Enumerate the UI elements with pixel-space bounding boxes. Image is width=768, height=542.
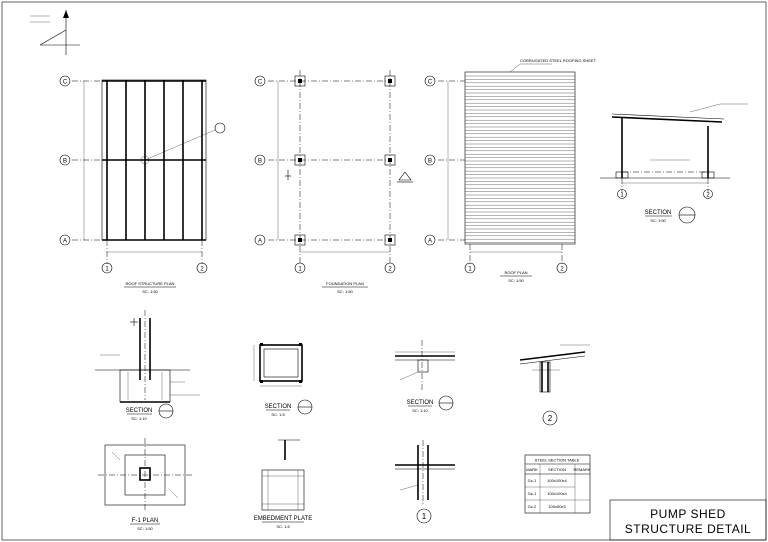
grid-label: A bbox=[63, 239, 67, 245]
roof-structure-plan bbox=[72, 79, 226, 264]
view-title: ROOF PLAN bbox=[504, 270, 527, 275]
purlin-section bbox=[395, 340, 455, 390]
footing-plan bbox=[98, 438, 192, 512]
section-marker-icon bbox=[678, 206, 696, 224]
section-schedule-table bbox=[524, 454, 591, 514]
section-marker-icon bbox=[158, 403, 174, 419]
grid-label: C bbox=[428, 80, 433, 86]
grid-label: B bbox=[63, 159, 67, 165]
grid-bubble-1-2: 1 bbox=[294, 262, 306, 274]
detail-2 bbox=[519, 344, 590, 393]
grid-label: 1 bbox=[105, 267, 109, 273]
title-line-1: PUMP SHED bbox=[650, 507, 726, 521]
column-base-section bbox=[95, 310, 200, 403]
schedule-header: SECTION bbox=[548, 467, 566, 472]
section-marker-icon bbox=[297, 399, 313, 415]
detail-label: 2 bbox=[548, 414, 553, 423]
grid-bubble-a-2: A bbox=[254, 234, 266, 246]
view-title: SECTION bbox=[265, 404, 292, 410]
frame-section bbox=[600, 103, 748, 192]
grid-label: 2 bbox=[200, 267, 204, 273]
grid-label: C bbox=[258, 80, 263, 86]
grid-bubble-c-3: C bbox=[424, 75, 436, 87]
view-title: SECTION bbox=[645, 210, 672, 216]
view-scale: SC: 1:5 bbox=[271, 412, 285, 417]
grid-bubble-2-1: 2 bbox=[196, 262, 208, 274]
grid-bubble-c-2: C bbox=[254, 75, 266, 87]
grid-bubble-a-1: A bbox=[59, 234, 71, 246]
foundation-plan bbox=[268, 70, 413, 264]
view-title: SECTION bbox=[126, 408, 153, 414]
embedment-plate bbox=[261, 439, 305, 511]
view-scale: SC: 1:50 bbox=[337, 289, 353, 294]
detail-marker-icon bbox=[214, 122, 226, 134]
schedule-cell: Gz-2 bbox=[528, 504, 537, 509]
view-title: ROOF STRUCTURE PLAN bbox=[126, 281, 175, 286]
schedule-cell: Gz-1 bbox=[528, 491, 537, 496]
title-block: PUMP SHED STRUCTURE DETAIL bbox=[609, 499, 767, 541]
schedule-cell: 100x100x4 bbox=[547, 491, 567, 496]
view-scale: SC: 1:5 bbox=[276, 524, 290, 529]
grid-label: A bbox=[428, 239, 432, 245]
north-arrow-icon bbox=[30, 10, 80, 55]
view-scale: SC: 1:50 bbox=[137, 526, 153, 531]
grid-bubble-1-1: 1 bbox=[101, 262, 113, 274]
grid-bubble-c-1: C bbox=[59, 75, 71, 87]
grid-bubble-1-3: 1 bbox=[464, 262, 476, 274]
schedule-title: STEEL SECTION TABLE bbox=[535, 458, 580, 463]
view-scale: SC: 1:50 bbox=[508, 278, 524, 283]
roofing-sheet-ribs bbox=[465, 75, 575, 243]
detail-label: 1 bbox=[422, 512, 427, 521]
roof-plan bbox=[438, 63, 576, 264]
schedule-header: REMARK bbox=[573, 467, 590, 472]
grid-bubble-b-2: B bbox=[254, 154, 266, 166]
grid-label: 2 bbox=[706, 193, 710, 199]
grid-label: A bbox=[258, 239, 262, 245]
grid-label: B bbox=[258, 159, 262, 165]
schedule-cell: 100x50x3 bbox=[548, 504, 566, 509]
view-scale: SC: 1:10 bbox=[412, 408, 428, 413]
view-title: F-1 PLAN bbox=[132, 518, 158, 524]
grid-label: 2 bbox=[388, 267, 392, 273]
view-title: SECTION bbox=[407, 400, 434, 406]
grid-label: 1 bbox=[298, 267, 302, 273]
schedule-header: MARK bbox=[526, 467, 538, 472]
detail-2-marker-icon: 2 bbox=[542, 410, 558, 426]
schedule-cell: Gz-1 bbox=[528, 478, 537, 483]
grid-label: C bbox=[63, 80, 68, 86]
roofing-callout: CORRUGATED STEEL ROOFING SHEET bbox=[520, 58, 597, 63]
grid-bubble-a-3: A bbox=[424, 234, 436, 246]
grid-bubble-2-3: 2 bbox=[556, 262, 568, 274]
view-title: EMBEDMENT PLATE bbox=[254, 516, 312, 522]
grid-label: 1 bbox=[468, 267, 472, 273]
detail-1-marker-icon: 1 bbox=[416, 508, 432, 524]
grid-bubble-2-2: 2 bbox=[384, 262, 396, 274]
grid-bubble-b-3: B bbox=[424, 154, 436, 166]
column-box-section bbox=[253, 343, 303, 387]
section-marker-icon bbox=[438, 395, 454, 411]
view-scale: SC: 1:50 bbox=[650, 218, 666, 223]
view-scale: SC: 1:50 bbox=[142, 289, 158, 294]
grid-label: B bbox=[428, 159, 432, 165]
grid-bubble-2-4: 2 bbox=[703, 189, 713, 199]
view-scale: SC: 1:10 bbox=[131, 416, 147, 421]
grid-bubble-1-4: 1 bbox=[617, 189, 627, 199]
grid-bubble-b-1: B bbox=[59, 154, 71, 166]
view-title: FOUNDATION PLAN bbox=[326, 281, 364, 286]
schedule-cell: 100x100x4 bbox=[547, 478, 567, 483]
grid-label: 1 bbox=[620, 193, 624, 199]
grid-label: 2 bbox=[560, 267, 564, 273]
title-line-2: STRUCTURE DETAIL bbox=[625, 522, 751, 536]
detail-1 bbox=[395, 440, 455, 505]
